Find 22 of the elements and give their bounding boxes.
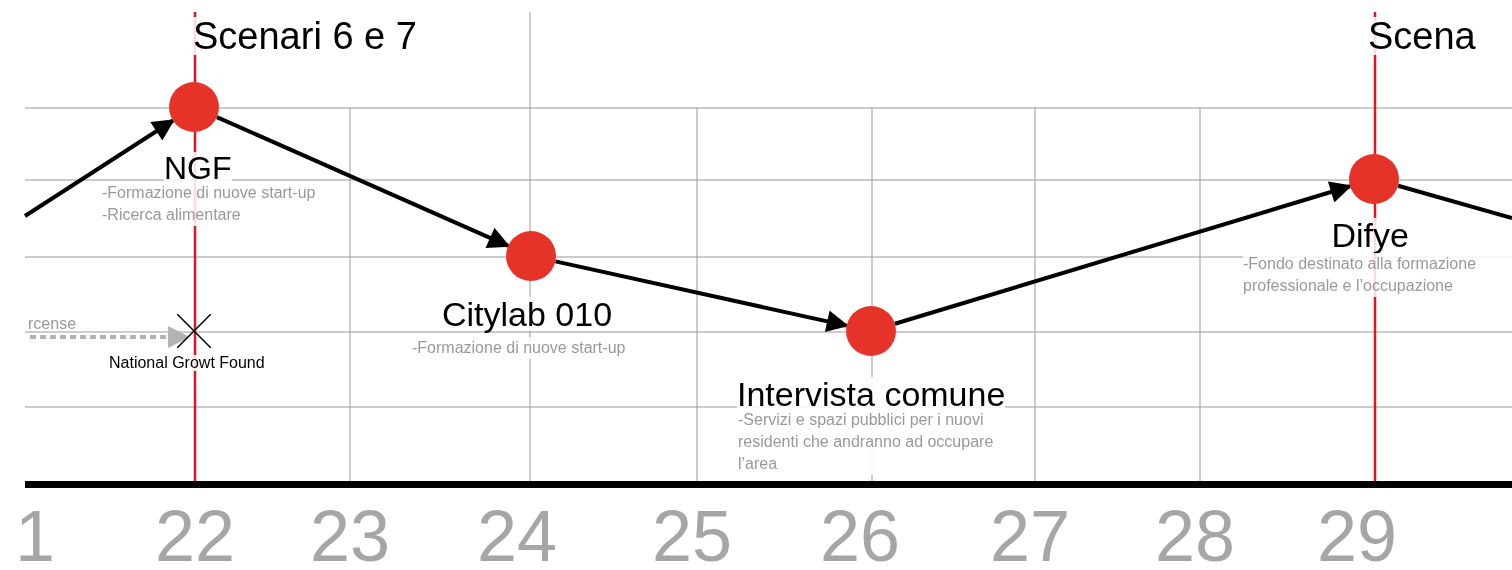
- milestone-dot: [1349, 154, 1399, 204]
- milestone-dot: [169, 82, 219, 132]
- milestone-dot: [846, 306, 896, 356]
- milestone-title: Difye: [1331, 218, 1409, 252]
- scenario-title: Scenari 6 e 7: [193, 17, 417, 55]
- marker-caption: National Growt Found: [109, 355, 265, 371]
- milestone-title: Citylab 010: [442, 297, 613, 331]
- milestone-title: NGF: [164, 152, 232, 184]
- milestone-title: Intervista comune: [737, 377, 1006, 411]
- arrow: [23, 118, 175, 218]
- milestone-note: -Formazione di nuove start-up: [412, 337, 626, 359]
- arrow: [894, 181, 1353, 326]
- milestone-dot: [506, 231, 556, 281]
- cross-marker: [177, 314, 211, 348]
- milestone-note: -Formazione di nuove start-up: [102, 182, 316, 204]
- milestone-note: -Fondo destinato alla formazione professionale e l’occupazione: [1243, 253, 1512, 297]
- arrow: [555, 259, 849, 333]
- source-label: rcense: [28, 315, 77, 333]
- scenario-title: Scena: [1368, 17, 1476, 55]
- arrow: [216, 115, 511, 248]
- connector-line: [1397, 183, 1512, 220]
- milestone-note: -Ricerca alimentare: [102, 204, 241, 226]
